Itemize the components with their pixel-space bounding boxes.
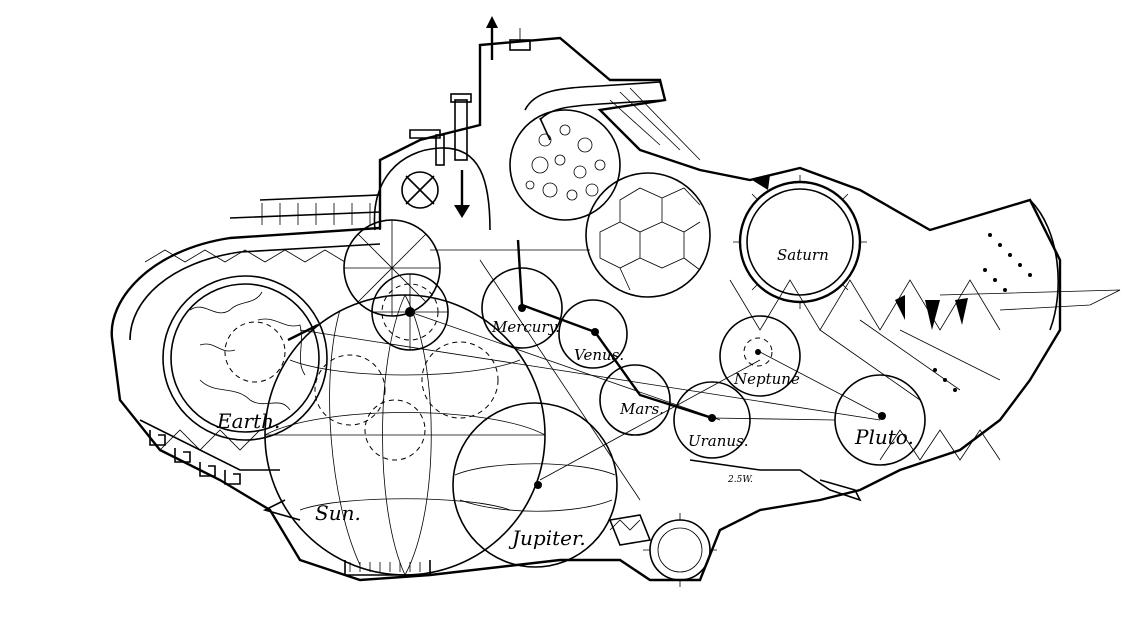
hull-hatching (144, 87, 1001, 461)
sun-label: Sun. (315, 501, 361, 525)
saturn-gear (733, 175, 867, 309)
neptune-label: Neptune (733, 370, 800, 388)
chimney-towers (409, 93, 472, 166)
mars-label: Mars. (619, 400, 664, 418)
curved-pipe (524, 81, 667, 141)
black-accents (752, 175, 968, 330)
jupiter-sphere (452, 402, 618, 568)
venus-label: Venus. (574, 346, 624, 364)
mercury-label: Mercury. (491, 318, 560, 336)
bottom-supports (262, 499, 431, 576)
lower-claw (689, 459, 862, 502)
geodesic-dome (585, 172, 711, 298)
mars-sphere (594, 331, 713, 436)
uranus-label: Uranus. (688, 432, 749, 450)
earth-globe (162, 275, 328, 441)
construction-lines (265, 249, 881, 501)
earth-label: Earth. (216, 409, 280, 433)
neptune-sphere (719, 315, 801, 397)
lower-gear (608, 513, 717, 587)
cratered-sphere (509, 109, 621, 221)
meander-band (149, 430, 241, 485)
pluto-sphere (711, 351, 926, 466)
mercury-sphere (481, 239, 596, 349)
spoked-wheel (343, 219, 441, 317)
pluto-label: Pluto. (854, 425, 914, 449)
rivets (933, 233, 1032, 392)
top-antenna (486, 16, 531, 60)
saturn-label: Saturn (777, 246, 829, 264)
jupiter-label: Jupiter. (508, 526, 586, 550)
scale-note: 2.5W. (727, 475, 753, 485)
left-dome (373, 147, 491, 231)
